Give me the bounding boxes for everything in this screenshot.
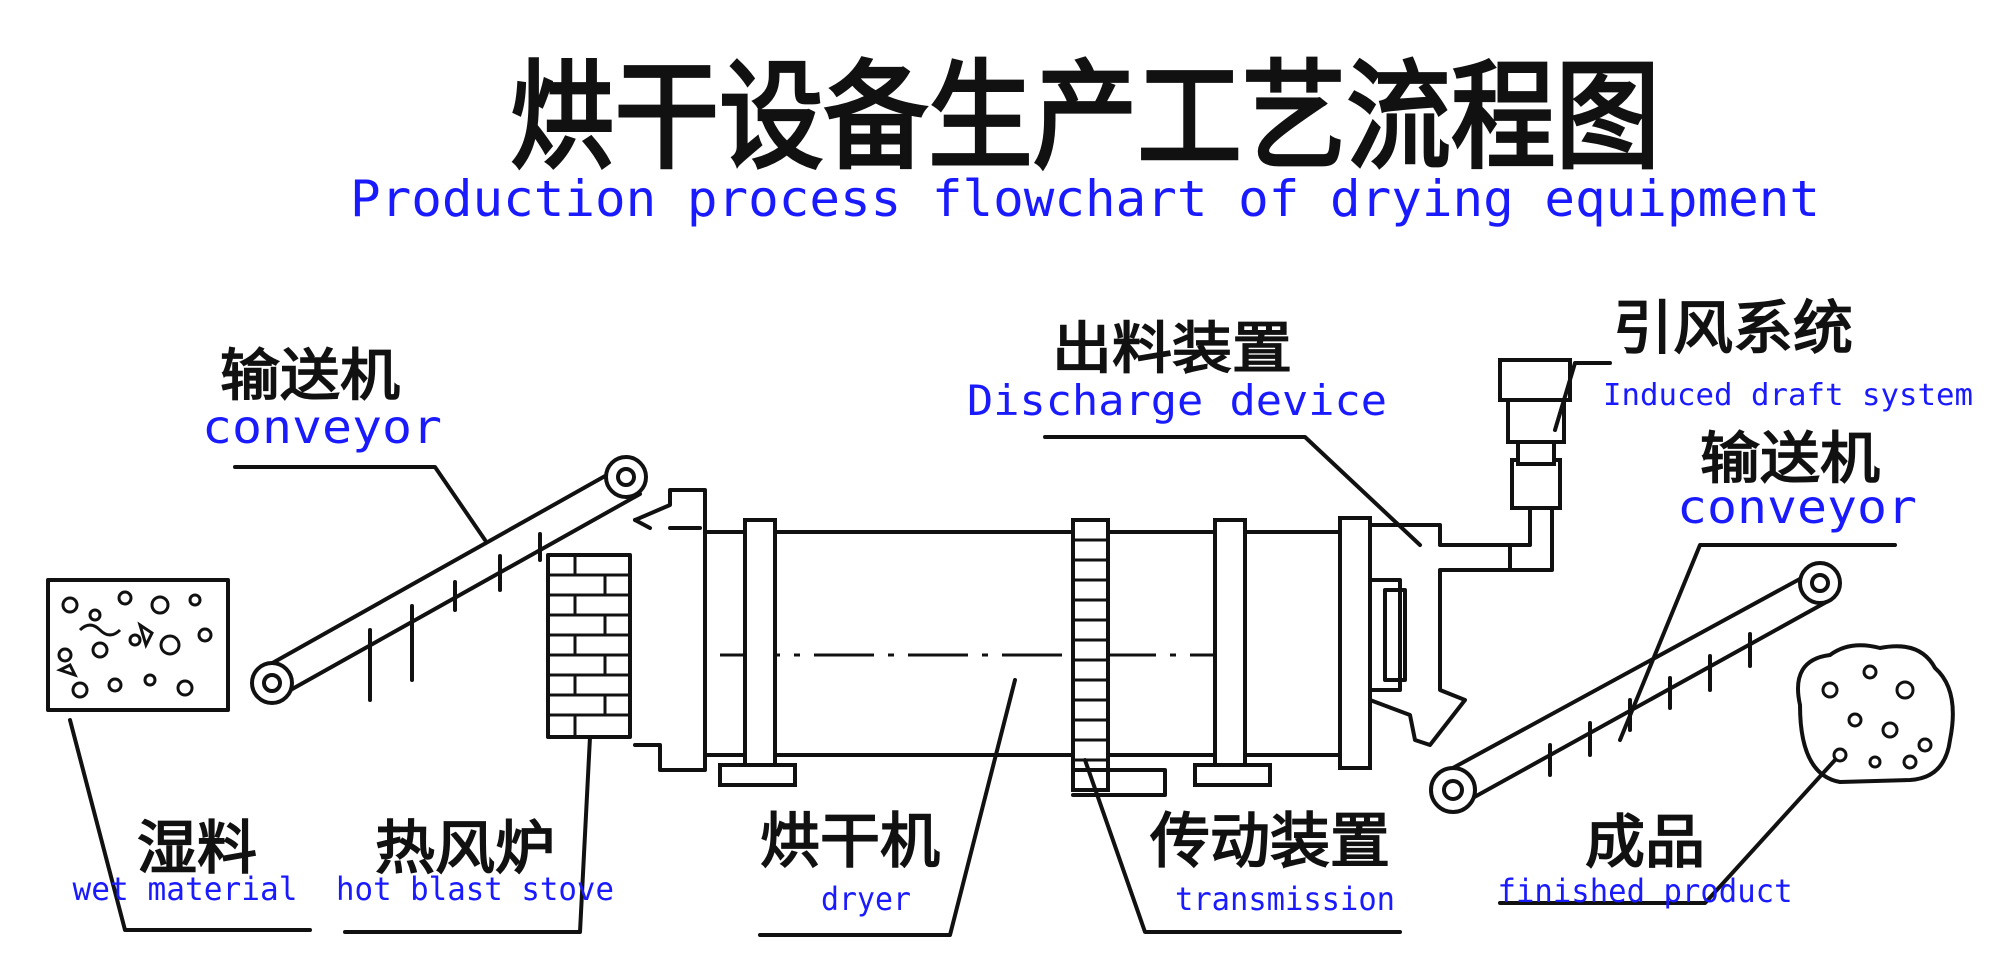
label-induced-draft: 引风系统 Induced draft system xyxy=(1603,294,1973,413)
dryer-drum xyxy=(633,488,1372,797)
label-conveyor-right-en: conveyor xyxy=(1677,480,1917,534)
label-discharge: 出料装置 Discharge device xyxy=(967,317,1387,425)
leader-lines xyxy=(68,361,1897,937)
label-induced-draft-en: Induced draft system xyxy=(1603,378,1973,413)
label-transmission-en: transmission xyxy=(1175,880,1395,918)
label-conveyor-right: 输送机 conveyor xyxy=(1677,427,1917,534)
title-english: Production process flowchart of drying e… xyxy=(350,170,1820,228)
label-discharge-cn: 出料装置 xyxy=(1052,317,1292,382)
label-finished-product-cn: 成品 xyxy=(1585,808,1705,876)
label-finished-product-en: finished product xyxy=(1498,872,1793,910)
label-dryer-cn: 烘干机 xyxy=(760,807,940,877)
label-wet-material-en: wet material xyxy=(73,870,298,908)
label-conveyor-left-en: conveyor xyxy=(202,400,442,454)
left-conveyor xyxy=(250,455,648,705)
label-hot-blast-stove-cn: 热风炉 xyxy=(375,814,555,882)
label-discharge-en: Discharge device xyxy=(967,376,1387,425)
label-conveyor-right-cn: 输送机 xyxy=(1700,427,1880,492)
label-hot-blast-stove: 热风炉 hot blast stove xyxy=(336,814,614,908)
label-conveyor-left-cn: 输送机 xyxy=(220,344,400,409)
finished-product-pile xyxy=(1796,643,1955,784)
label-hot-blast-stove-en: hot blast stove xyxy=(336,870,614,908)
discharge-device xyxy=(1368,523,1512,747)
label-dryer-en: dryer xyxy=(821,880,911,918)
label-finished-product: 成品 finished product xyxy=(1498,808,1793,910)
right-conveyor xyxy=(1429,561,1842,814)
label-wet-material-cn: 湿料 xyxy=(137,814,257,882)
hot-blast-stove xyxy=(546,553,632,739)
label-transmission-cn: 传动装置 xyxy=(1149,807,1390,877)
title-chinese: 烘干设备生产工艺流程图 xyxy=(510,47,1660,186)
label-wet-material: 湿料 wet material xyxy=(73,814,298,908)
label-induced-draft-cn: 引风系统 xyxy=(1613,294,1853,362)
induced-draft-fan xyxy=(1498,358,1572,572)
label-conveyor-left: 输送机 conveyor xyxy=(202,344,442,454)
wet-material-box xyxy=(46,578,230,712)
label-transmission: 传动装置 transmission xyxy=(1149,807,1395,918)
label-dryer: 烘干机 dryer xyxy=(760,807,940,918)
